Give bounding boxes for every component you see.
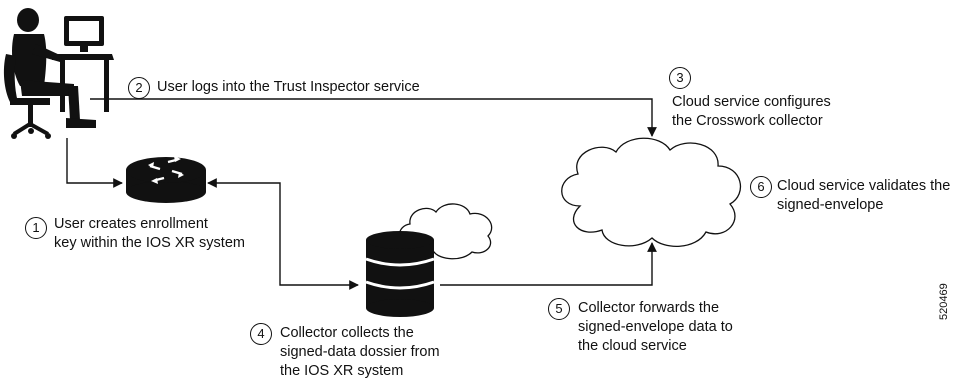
figure-id: 520469 — [938, 283, 950, 320]
connector-router-collector — [207, 178, 359, 290]
step-3-line-2: the Crosswork collector — [672, 113, 823, 129]
step-4-line-2: signed-data dossier from — [280, 344, 440, 360]
step-5-label: Collector forwards the signed-envelope d… — [578, 299, 733, 356]
step-1-line-2: key within the IOS XR system — [54, 235, 245, 251]
database-icon — [365, 231, 435, 317]
connector-collector-to-cloud — [440, 242, 657, 286]
connector-user-to-router — [66, 138, 123, 188]
step-2-label: User logs into the Trust Inspector servi… — [157, 78, 420, 97]
step-5-line-1: Collector forwards the — [578, 300, 720, 316]
router-icon — [126, 156, 206, 203]
step-5-number: 5 — [548, 298, 570, 320]
step-6-line-2: signed-envelope — [777, 197, 884, 213]
step-3-line-1: Cloud service configures — [672, 94, 831, 110]
step-2-number: 2 — [128, 77, 150, 99]
step-3-number: 3 — [669, 67, 691, 89]
step-4-line-3: the IOS XR system — [280, 363, 404, 379]
step-5-line-2: signed-envelope data to — [578, 319, 733, 335]
step-5-line-3: the cloud service — [578, 338, 687, 354]
step-4-label: Collector collects the signed-data dossi… — [280, 324, 440, 381]
cloud-icon — [561, 137, 741, 248]
step-1-line-1: User creates enrollment — [54, 216, 208, 232]
step-3-label: Cloud service configures the Crosswork c… — [672, 93, 831, 131]
user-at-workstation-icon — [3, 8, 114, 139]
step-1-number: 1 — [25, 217, 47, 239]
step-2-line-1: User logs into the Trust Inspector servi… — [157, 79, 420, 95]
connector-user-to-cloud — [90, 98, 657, 137]
step-4-number: 4 — [250, 323, 272, 345]
step-6-number: 6 — [750, 176, 772, 198]
step-6-label: Cloud service validates the signed-envel… — [777, 177, 950, 215]
step-6-line-1: Cloud service validates the — [777, 178, 951, 194]
step-4-line-1: Collector collects the — [280, 325, 414, 341]
step-1-label: User creates enrollment key within the I… — [54, 215, 245, 253]
